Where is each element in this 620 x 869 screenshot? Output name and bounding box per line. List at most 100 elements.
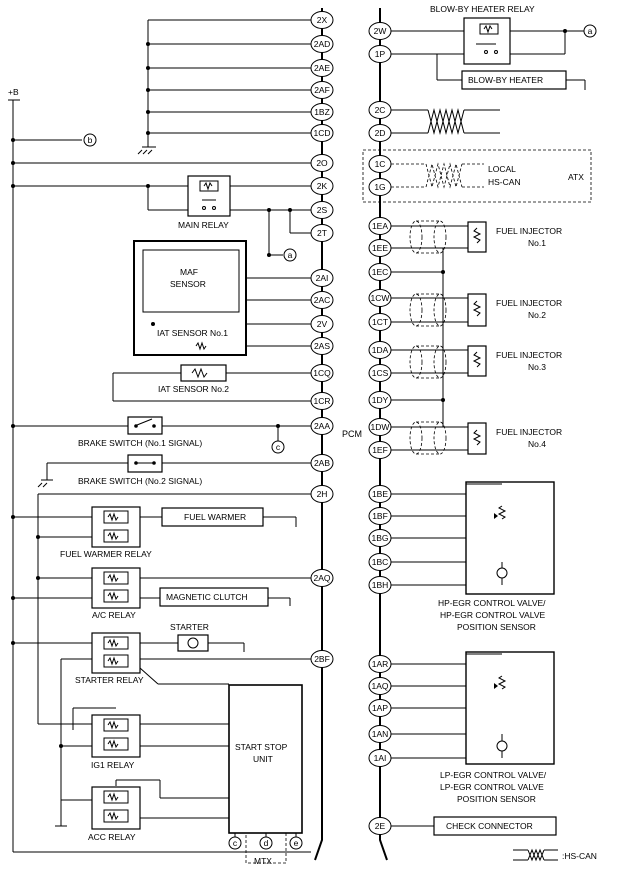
pin-label: 2K (317, 181, 328, 191)
pin-label: 2C (375, 105, 386, 115)
hp-egr-label-2: HP-EGR CONTROL VALVE (440, 610, 545, 620)
pin-label: 1BE (372, 489, 388, 499)
pin-label: 2V (317, 319, 328, 329)
connector-a-right: a (588, 26, 593, 36)
connector-c-top: c (276, 442, 281, 452)
starter-label: STARTER (170, 622, 209, 632)
fuel-warmer-label: FUEL WARMER (184, 512, 246, 522)
pin-label: 1BZ (314, 107, 330, 117)
starter-relay: STARTER RELAY (75, 632, 144, 685)
start-stop-unit-label-1: START STOP (235, 742, 288, 752)
pin-label: 2AD (314, 39, 331, 49)
pin-2k: 2K (310, 177, 334, 195)
pin-label: 2X (317, 15, 328, 25)
pin-1ap: 1AP (368, 699, 392, 717)
hp-egr-label-1: HP-EGR CONTROL VALVE/ (438, 598, 546, 608)
injector-2-name: FUEL INJECTOR (496, 298, 562, 308)
brake-switch-2: BRAKE SWITCH (No.2 SIGNAL) (78, 454, 202, 486)
injector-3-name: FUEL INJECTOR (496, 350, 562, 360)
check-connector-label: CHECK CONNECTOR (446, 821, 533, 831)
pin-2e: 2E (368, 817, 392, 835)
pin-1cd: 1CD (310, 124, 334, 142)
connector-a-left: a (288, 250, 293, 260)
pin-1cw: 1CW (368, 289, 392, 307)
start-stop-unit: START STOP UNIT MTX (228, 684, 303, 866)
junction-dots (11, 29, 567, 748)
pin-label: 2AC (314, 295, 331, 305)
pin-label: 2E (375, 821, 386, 831)
pin-2w: 2W (368, 22, 392, 40)
pin-1ec: 1EC (368, 263, 392, 281)
lp-egr-label-1: LP-EGR CONTROL VALVE/ (440, 770, 547, 780)
pin-label: 1BC (372, 557, 389, 567)
magnetic-clutch: MAGNETIC CLUTCH (159, 587, 269, 607)
starter-relay-label: STARTER RELAY (75, 675, 144, 685)
pin-2ad: 2AD (310, 35, 334, 53)
pin-label: 1BF (372, 511, 388, 521)
pin-2x: 2X (310, 11, 334, 29)
pin-1ai: 1AI (368, 749, 392, 767)
legend-label: :HS-CAN (562, 851, 597, 861)
pin-label: 1CW (371, 293, 390, 303)
lp-egr-label-2: LP-EGR CONTROL VALVE (440, 782, 544, 792)
pin-1dy: 1DY (368, 391, 392, 409)
pin-label: 1AI (374, 753, 387, 763)
pin-2o: 2O (310, 154, 334, 172)
pin-1bh: 1BH (368, 576, 392, 594)
pin-1bf: 1BF (368, 507, 392, 525)
injector-4-num: No.4 (528, 439, 546, 449)
pin-1dw: 1DW (368, 418, 392, 436)
pin-label: 1CT (372, 317, 388, 327)
pin-label: 1EE (372, 243, 388, 253)
connector-e: e (294, 838, 299, 848)
pin-label: 1CQ (313, 368, 331, 378)
starter: STARTER (170, 622, 209, 652)
injector-1-num: No.1 (528, 238, 546, 248)
pin-label: 2H (317, 489, 328, 499)
pin-1ef: 1EF (368, 441, 392, 459)
pin-2ab: 2AB (310, 454, 334, 472)
hp-egr-label-3: POSITION SENSOR (457, 622, 536, 632)
lp-egr-valve: LP-EGR CONTROL VALVE/ LP-EGR CONTROL VAL… (440, 651, 555, 804)
pin-label: 1AQ (371, 681, 388, 691)
ig1-relay-label: IG1 RELAY (91, 760, 135, 770)
hscan-label: HS-CAN (488, 177, 521, 187)
maf-sensor-block: MAF SENSOR IAT SENSOR No.1 (133, 240, 247, 356)
fuel-injectors: FUEL INJECTOR No.1 FUEL INJECTOR No.2 FU… (467, 221, 562, 455)
pin-label: 2AI (316, 273, 329, 283)
main-relay: MAIN RELAY (178, 175, 231, 230)
connector-b: b (88, 135, 93, 145)
ac-relay-label: A/C RELAY (92, 610, 136, 620)
pin-1be: 1BE (368, 485, 392, 503)
iat2-label: IAT SENSOR No.2 (158, 384, 229, 394)
iat1-label: IAT SENSOR No.1 (157, 328, 228, 338)
pin-label: 1C (375, 159, 386, 169)
injector-2-num: No.2 (528, 310, 546, 320)
pin-label: 1AP (372, 703, 388, 713)
maf-sensor-label-2: SENSOR (170, 279, 206, 289)
blowby-heater-relay-label: BLOW-BY HEATER RELAY (430, 4, 535, 14)
pin-1cs: 1CS (368, 364, 392, 382)
injector-4-name: FUEL INJECTOR (496, 427, 562, 437)
pin-label: 2T (317, 228, 327, 238)
maf-sensor-label-1: MAF (180, 267, 198, 277)
acc-relay-label: ACC RELAY (88, 832, 136, 842)
check-connector: CHECK CONNECTOR (433, 816, 557, 836)
pin-2v: 2V (310, 315, 334, 333)
pin-2d: 2D (368, 124, 392, 142)
fuel-warmer-relay: FUEL WARMER RELAY (60, 506, 152, 559)
connector-d: d (264, 838, 269, 848)
injector-3-num: No.3 (528, 362, 546, 372)
pin-label: 2AB (314, 458, 330, 468)
pin-2aa: 2AA (310, 417, 334, 435)
pin-label: 1EC (372, 267, 389, 277)
pin-1g: 1G (368, 178, 392, 196)
hp-egr-valve: HP-EGR CONTROL VALVE/ HP-EGR CONTROL VAL… (438, 481, 555, 632)
atx-label: ATX (568, 172, 584, 182)
pin-2ae: 2AE (310, 59, 334, 77)
pin-1bc: 1BC (368, 553, 392, 571)
pin-1an: 1AN (368, 725, 392, 743)
iat-sensor-2: IAT SENSOR No.2 (158, 364, 229, 394)
pin-label: 2D (375, 128, 386, 138)
pin-1ct: 1CT (368, 313, 392, 331)
